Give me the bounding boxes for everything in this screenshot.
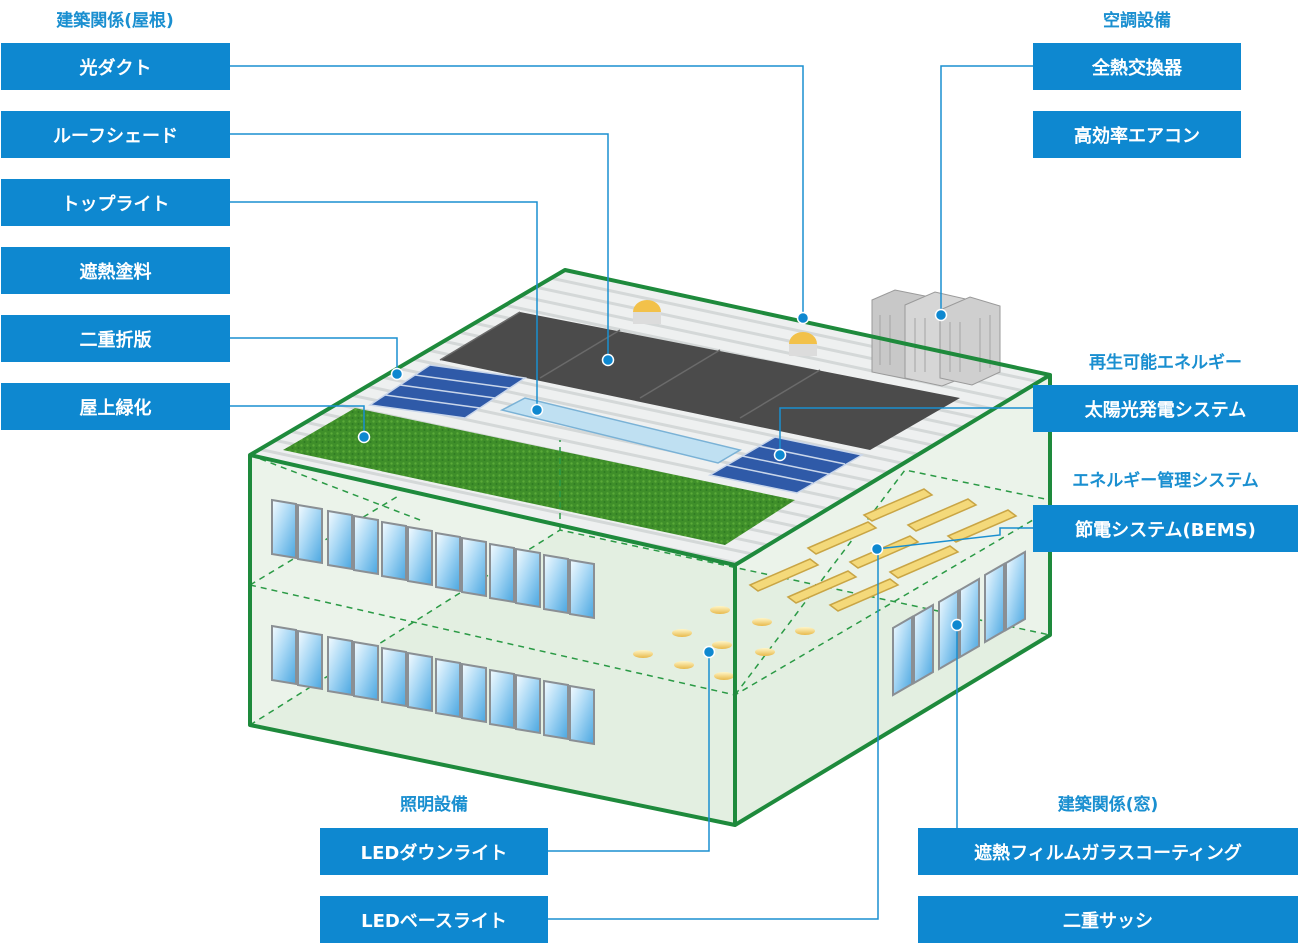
btn-high-efficiency-ac[interactable]: 高効率エアコン [1033,111,1241,158]
green-roof [283,408,795,545]
heading-window: 建築関係(窓) [1057,795,1159,815]
btn-solar-power[interactable]: 太陽光発電システム [1033,385,1298,432]
btn-heat-film[interactable]: 遮熱フィルムガラスコーティング [918,828,1298,875]
heading-roof: 建築関係(屋根) [56,11,174,31]
btn-rooftop-green[interactable]: 屋上緑化 [1,383,230,430]
light-duct-domes [633,300,817,356]
solar-panels-left [367,364,528,419]
heading-ems: エネルギー管理システム [1072,471,1259,491]
btn-double-fold[interactable]: 二重折版 [1,315,230,362]
windows-left-face [271,498,595,746]
btn-led-baselight[interactable]: LEDベースライト [320,896,548,943]
btn-top-light[interactable]: トップライト [1,179,230,226]
top-light-strip [499,397,742,464]
btn-bems[interactable]: 節電システム(BEMS) [1033,505,1298,552]
led-base-lights [748,488,1018,612]
btn-heat-paint[interactable]: 遮熱塗料 [1,247,230,294]
btn-light-duct[interactable]: 光ダクト [1,43,230,90]
solar-panels-right [707,436,865,494]
led-down-lights [633,606,815,680]
leader-dots [357,308,964,659]
btn-heat-exchanger[interactable]: 全熱交換器 [1033,43,1241,90]
btn-double-sash[interactable]: 二重サッシ [918,896,1298,943]
heading-hvac: 空調設備 [1103,11,1171,31]
roof-surface [250,270,1050,565]
heading-lighting: 照明設備 [400,795,468,815]
outdoor-ac-units [871,289,1001,387]
btn-roof-shade[interactable]: ルーフシェード [1,111,230,158]
btn-led-downlight[interactable]: LEDダウンライト [320,828,548,875]
windows-right-face [892,550,1026,697]
roof-shade-panel [440,312,960,450]
heading-renewable: 再生可能エネルギー [1089,353,1242,373]
